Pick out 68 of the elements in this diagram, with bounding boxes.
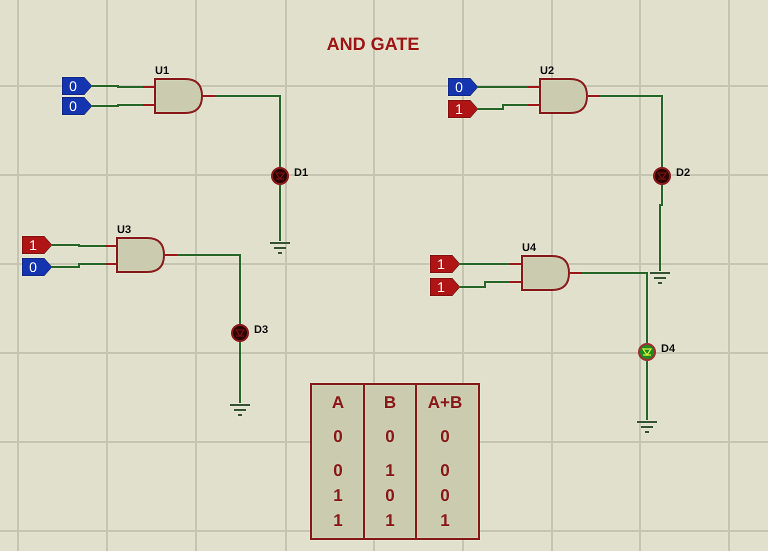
truth-value: 0: [384, 486, 396, 506]
wire: [600, 95, 663, 167]
logic-input: [448, 100, 478, 118]
ground-symbol: [270, 241, 290, 253]
truth-value: 0: [384, 427, 396, 447]
logic-input: [430, 255, 460, 273]
truth-value: 1: [332, 511, 344, 531]
logic-state: 0: [68, 77, 78, 95]
logic-state: 1: [436, 255, 446, 273]
part-label: D3: [254, 324, 268, 338]
and-gate: [510, 241, 582, 291]
truth-value: 1: [332, 486, 344, 506]
logic-state: 0: [68, 97, 78, 115]
part-label: U3: [116, 223, 132, 237]
part-label: U1: [154, 64, 170, 78]
wire: [478, 86, 528, 88]
logic-input: [22, 236, 52, 254]
ground-symbol: [650, 271, 670, 283]
logic-input: [62, 97, 92, 115]
truth-value: 0: [332, 461, 344, 481]
wire: [239, 342, 241, 403]
wire: [52, 263, 105, 268]
part-label: U4: [521, 241, 538, 255]
part-label: D4: [661, 343, 676, 357]
and-gate: [105, 223, 177, 273]
logic-state: 1: [28, 236, 38, 254]
and-gate: [143, 64, 215, 114]
ground-symbol: [637, 420, 657, 432]
led: [271, 167, 308, 185]
logic-state: 1: [454, 100, 464, 118]
truth-value: 0: [439, 427, 451, 447]
logic-state: 0: [454, 78, 464, 96]
part-label: U2: [539, 64, 556, 78]
wire: [177, 254, 241, 324]
wire: [92, 85, 143, 88]
wire: [478, 104, 528, 110]
wire: [646, 361, 648, 420]
logic-state: 1: [436, 278, 446, 296]
column-header: A: [330, 393, 346, 413]
wire: [460, 281, 510, 288]
wire: [582, 272, 648, 343]
led: [638, 343, 676, 361]
and-gate: [528, 64, 600, 114]
wire: [215, 95, 281, 167]
truth-value: 0: [439, 486, 451, 506]
wire: [279, 185, 281, 241]
logic-input: [448, 78, 478, 96]
logic-state: 0: [28, 258, 38, 276]
wire: [659, 185, 663, 271]
truth-value: 1: [439, 511, 451, 531]
part-label: D1: [294, 167, 308, 181]
logic-input: [62, 77, 92, 95]
wire: [52, 244, 105, 247]
diagram-title: AND GATE: [326, 34, 420, 55]
column-header: B: [382, 393, 398, 413]
wire: [460, 263, 510, 265]
truth-value: 1: [384, 461, 396, 481]
logic-input: [22, 258, 52, 276]
led: [231, 324, 268, 342]
led: [653, 167, 690, 185]
logic-input: [430, 278, 460, 296]
part-label: D2: [676, 167, 690, 181]
column-header: A+B: [426, 393, 464, 413]
truth-value: 0: [439, 461, 451, 481]
ground-symbol: [230, 403, 250, 415]
wire: [92, 104, 143, 107]
truth-value: 1: [384, 511, 396, 531]
truth-value: 0: [332, 427, 344, 447]
